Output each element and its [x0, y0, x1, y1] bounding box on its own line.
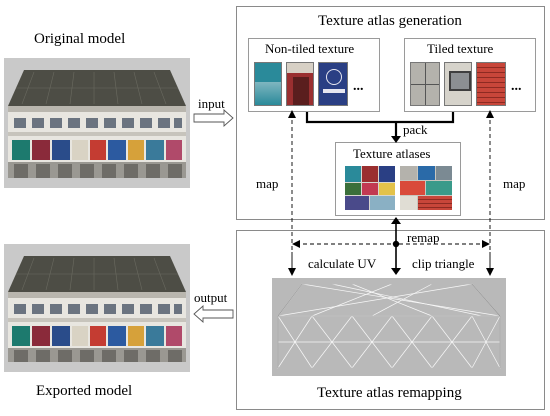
- non-tiled-texture-label: Non-tiled texture: [265, 41, 355, 56]
- non-tiled-texture-1: [254, 62, 282, 106]
- generation-title: Texture atlas generation: [318, 13, 462, 29]
- tiled-texture-2: [444, 62, 472, 106]
- tiled-texture-3: [476, 62, 506, 106]
- non-tiled-texture-2: [286, 62, 314, 106]
- calculate-uv-label: calculate UV: [308, 256, 377, 271]
- non-tiled-texture-3: [318, 62, 348, 106]
- non-tiled-ellipsis: ...: [353, 79, 364, 94]
- output-arrow: [193, 304, 234, 324]
- remap-label: remap: [407, 230, 440, 245]
- tiled-ellipsis: ...: [511, 79, 522, 94]
- exported-model-label: Exported model: [36, 383, 133, 399]
- tiled-texture-1: [410, 62, 440, 106]
- pack-label: pack: [403, 122, 428, 137]
- map-label-left: map: [256, 176, 279, 191]
- input-arrow: [193, 108, 234, 128]
- texture-atlases-label: Texture atlases: [353, 146, 431, 161]
- tiled-texture-label: Tiled texture: [427, 41, 494, 56]
- texture-atlas-image-2: [400, 166, 452, 210]
- output-label: output: [194, 290, 228, 305]
- remapping-title: Texture atlas remapping: [317, 385, 462, 401]
- clip-triangle-label: clip triangle: [412, 256, 475, 271]
- original-model-image: [4, 58, 190, 188]
- wireframe-model-image: [272, 278, 506, 376]
- map-label-right: map: [503, 176, 526, 191]
- input-label: input: [198, 96, 225, 111]
- texture-atlas-image-1: [345, 166, 395, 210]
- original-model-label: Original model: [34, 31, 126, 47]
- exported-model-image: [4, 244, 190, 372]
